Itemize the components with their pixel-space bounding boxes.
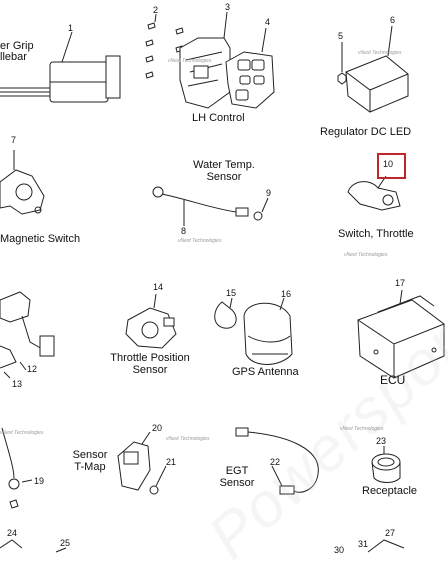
parts-diagram (0, 11, 445, 553)
throttle-position-sensor-part (125, 293, 177, 349)
callout-22[interactable]: 22 (270, 457, 281, 467)
callout-13[interactable]: 13 (12, 379, 23, 389)
label-switch-throttle: Switch, Throttle (338, 228, 414, 240)
callout-12[interactable]: 12 (27, 364, 38, 374)
magnetic-switch-part (0, 150, 45, 215)
cable-tie-part (214, 297, 237, 329)
callout-23[interactable]: 23 (376, 436, 387, 446)
watermark-text: vNext Technologies (166, 436, 210, 442)
callout-9[interactable]: 9 (266, 188, 272, 198)
label-sensor-tmap-line2: T-Map (74, 461, 106, 473)
callout-25[interactable]: 25 (60, 538, 71, 548)
gps-antenna-part (243, 297, 293, 365)
highlight-box (377, 153, 406, 179)
callout-5[interactable]: 5 (338, 31, 344, 41)
callout-19[interactable]: 19 (34, 476, 45, 486)
callout-31[interactable]: 31 (358, 539, 369, 549)
callout-3[interactable]: 3 (225, 2, 231, 12)
callout-20[interactable]: 20 (152, 423, 163, 433)
sensor-tmap-part (117, 431, 167, 495)
label-water-temp-line1: Water Temp. (193, 159, 255, 171)
callout-4[interactable]: 4 (265, 17, 271, 27)
label-gps-antenna: GPS Antenna (232, 366, 299, 378)
callout-1[interactable]: 1 (68, 23, 74, 33)
water-temp-sensor-part (152, 186, 269, 226)
bottom-parts (0, 539, 405, 553)
watermark-text: vNext Technologies (344, 252, 388, 258)
ecu-part (357, 289, 445, 379)
label-hand-grip-line1: er Grip (0, 40, 34, 52)
callout-6[interactable]: 6 (390, 15, 396, 25)
screw-part (145, 13, 184, 79)
watermark-text: vNext Technologies (358, 50, 402, 56)
callout-24[interactable]: 24 (7, 528, 18, 538)
watermark-text: vNext Technologies (0, 430, 44, 436)
label-regulator: Regulator DC LED (320, 126, 412, 138)
callout-8[interactable]: 8 (181, 226, 187, 236)
watermark-text: vNext Technologies (168, 58, 212, 64)
egt-sensor-part (235, 427, 319, 495)
receptacle-part (371, 446, 401, 483)
label-water-temp-line2: Sensor (206, 171, 242, 183)
label-tps-line2: Sensor (132, 364, 168, 376)
callout-16[interactable]: 16 (281, 289, 292, 299)
label-egt-line1: EGT (225, 465, 249, 477)
regulator-part (345, 25, 409, 113)
callout-27[interactable]: 27 (385, 528, 396, 538)
callout-14[interactable]: 14 (153, 282, 164, 292)
callout-7[interactable]: 7 (11, 135, 17, 145)
callout-2[interactable]: 2 (153, 5, 159, 15)
callout-30[interactable]: 30 (334, 545, 345, 555)
label-sensor-tmap-line1: Sensor (72, 449, 108, 461)
callout-21[interactable]: 21 (166, 457, 177, 467)
label-tps-line1: Throttle Position (110, 352, 190, 364)
label-magnetic-switch: Magnetic Switch (0, 233, 81, 245)
harness-part (0, 291, 55, 379)
label-ecu: ECU (380, 373, 406, 387)
hand-grip-heater-part (0, 31, 121, 103)
callout-17[interactable]: 17 (395, 278, 406, 288)
sensor-harness-part (1, 427, 33, 509)
callout-10[interactable]: 10 (383, 159, 394, 169)
lh-control-switch-part (225, 27, 275, 109)
label-hand-grip-line2: llebar (0, 51, 27, 63)
label-receptacle: Receptacle (362, 485, 418, 497)
label-egt-line2: Sensor (219, 477, 255, 489)
label-lh-control: LH Control (192, 112, 245, 124)
watermark-text: vNext Technologies (340, 426, 384, 432)
callout-15[interactable]: 15 (226, 288, 237, 298)
nut-part (337, 42, 347, 85)
throttle-switch-part (347, 175, 401, 211)
watermark-text: vNext Technologies (178, 238, 222, 244)
